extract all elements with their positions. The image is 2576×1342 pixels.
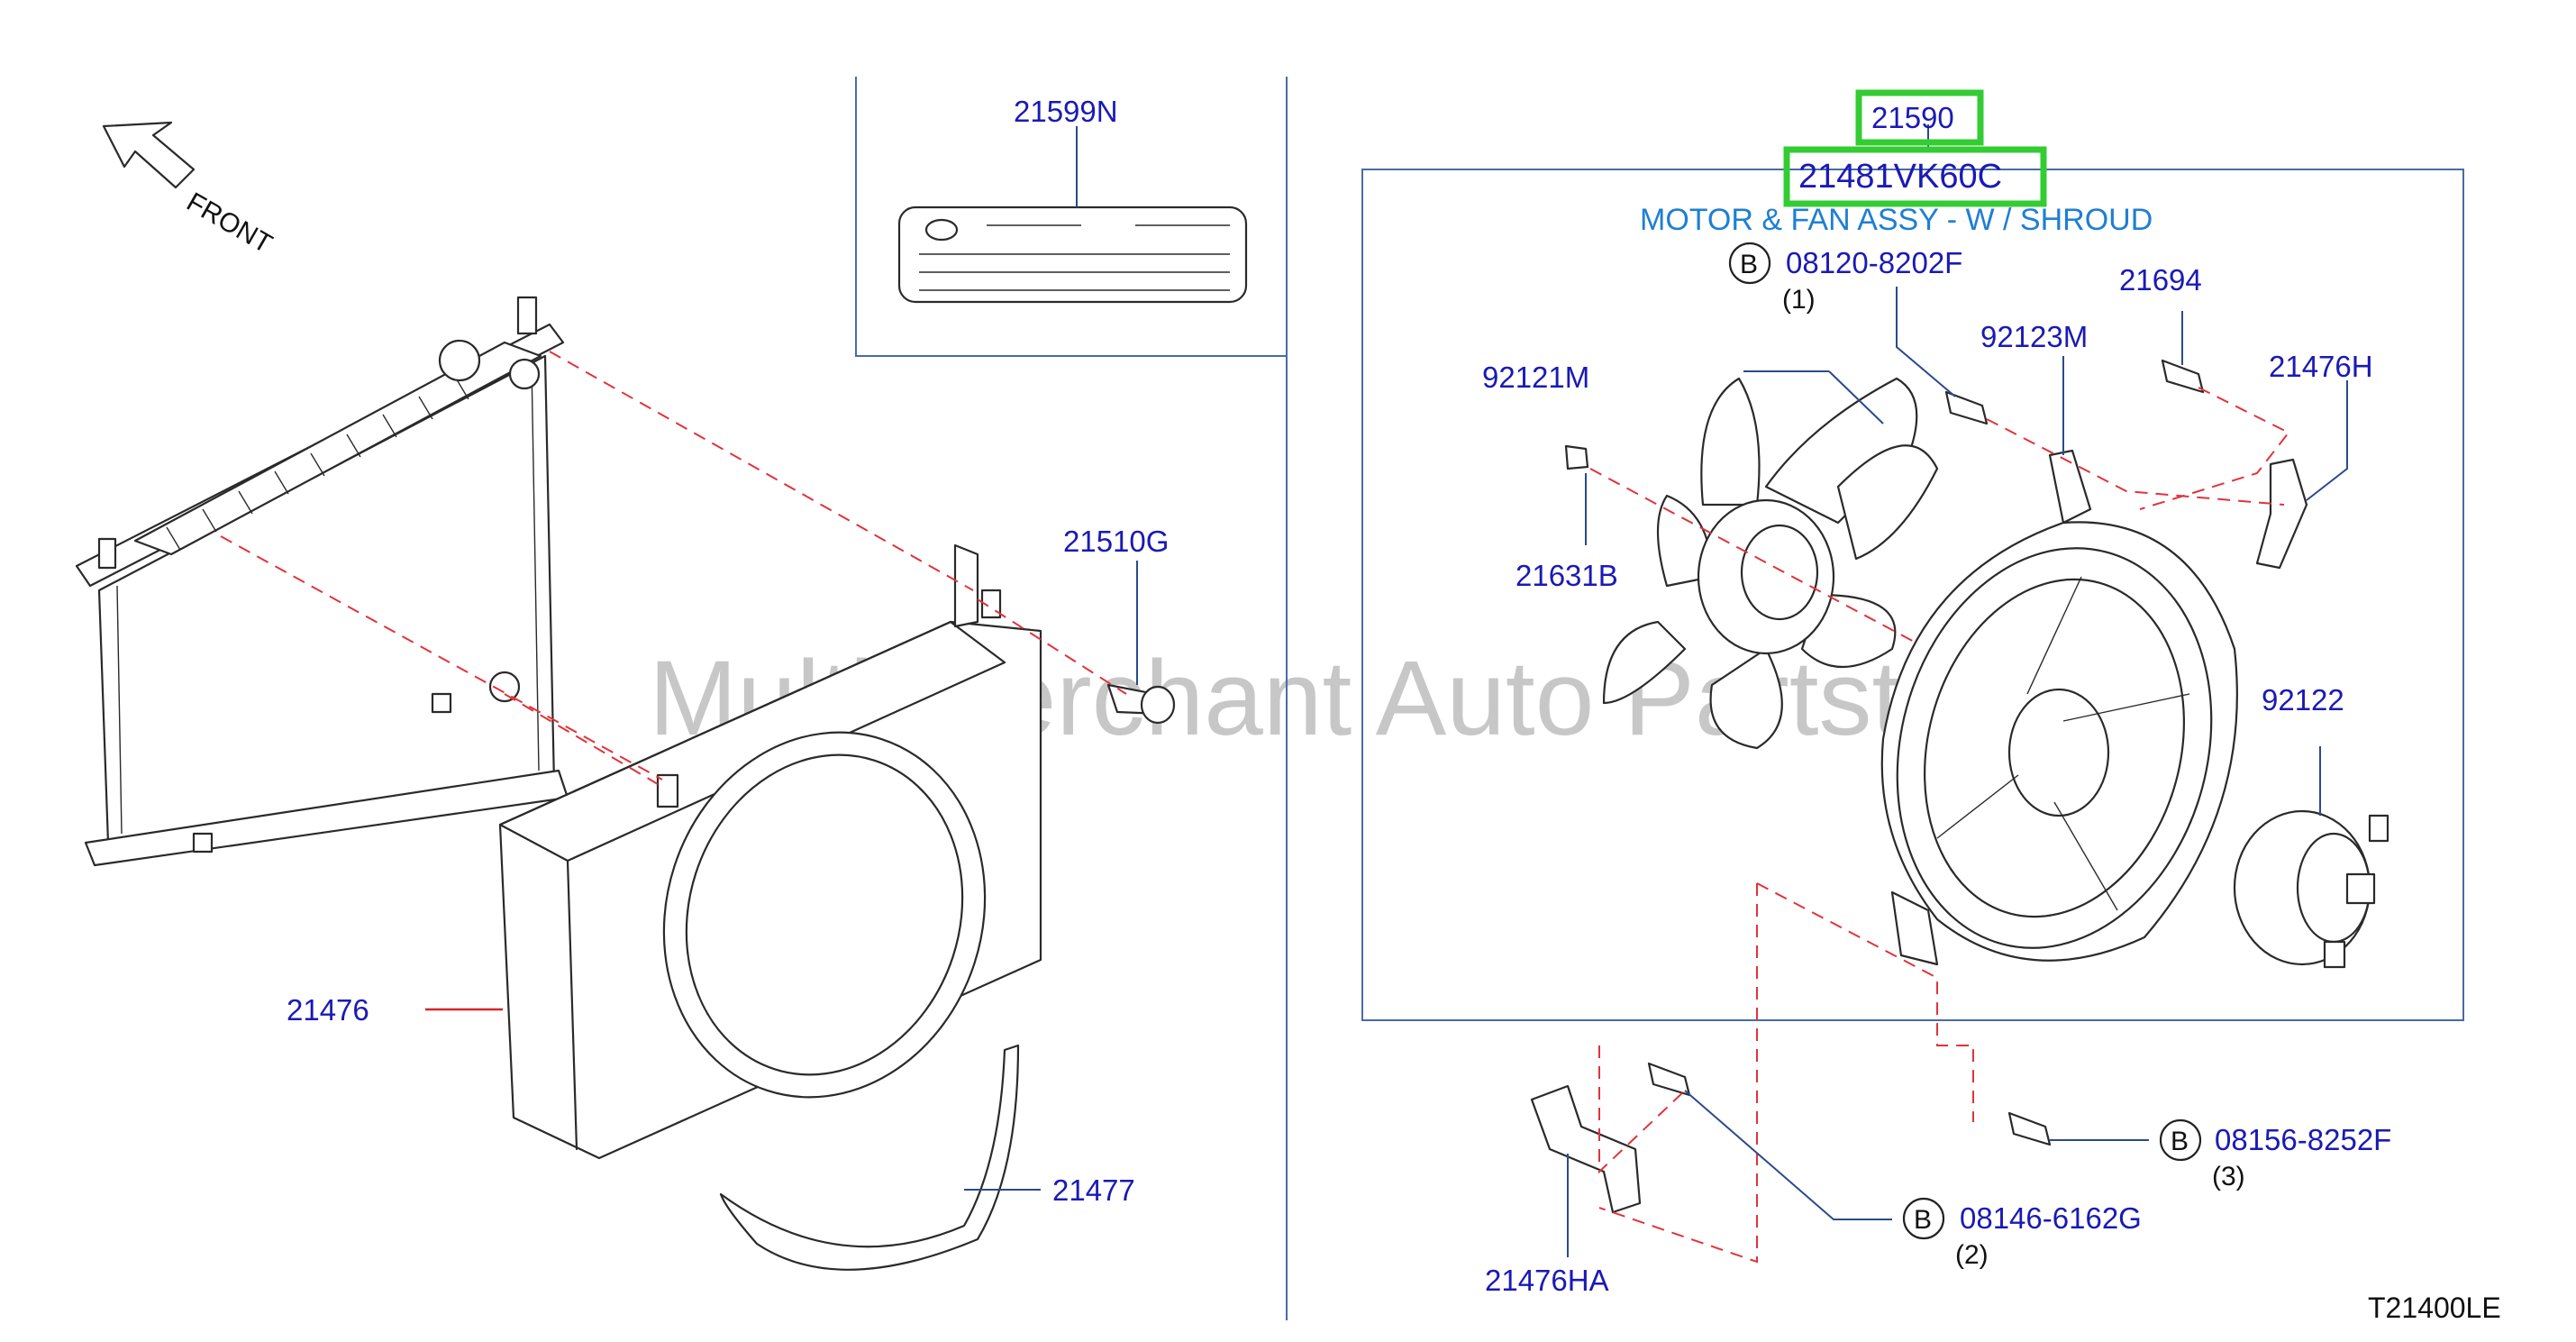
leader-lines [425,124,2348,1257]
bolt-1-icon [1944,390,1989,425]
label-21590[interactable]: 21590 [1871,101,1954,134]
label-21476: 21476 [287,993,369,1027]
bolt-3-qty: (3) [2212,1162,2245,1191]
bracket-21476h-drawing [2255,458,2308,570]
front-label: FRONT [182,187,278,259]
fan-shroud-drawing [1880,449,2238,966]
screw-21510g-drawing [1106,683,1176,725]
assembly-title: MOTOR & FAN ASSY - W / SHROUD [1640,203,2153,237]
label-21476ha: 21476HA [1485,1264,1609,1297]
bolt-1-number: 08120-8202F [1786,246,1962,279]
label-21476h: 21476H [2269,350,2373,383]
bolt-badge-2-text: B [1914,1205,1932,1235]
bolt-2-icon [1647,1062,1691,1097]
front-arrow-icon [102,121,196,189]
inset-frame-label [855,77,1287,357]
label-21477: 21477 [1052,1173,1135,1207]
label-92122: 92122 [2262,683,2344,717]
bolt-21694-icon [2161,359,2205,394]
fan-assembly-frame [1361,169,2464,1021]
fan-blade-drawing [1602,377,1939,750]
bolt-3-icon [2007,1111,2052,1146]
fan-motor-drawing [2233,809,2389,969]
bolt-3-number: 08156-8252F [2215,1123,2391,1156]
bolt-badge-2 [1902,1197,1945,1240]
bolt-callout-3: B 08156-8252F (3) [2159,1118,2391,1191]
label-21599n: 21599N [1014,95,1118,128]
label-92123m: 92123M [1980,320,2088,353]
reference-code: T21400LE [2368,1292,2501,1324]
label-21694: 21694 [2119,263,2202,297]
bolt-badge-3-text: B [2171,1127,2189,1156]
bolt-badge-3 [2159,1118,2202,1162]
label-92121m: 92121M [1482,361,1589,394]
warning-label-drawing [897,205,1248,304]
bolt-callout-1: B 08120-8202F (1) [1728,242,1962,315]
label-21510g: 21510G [1063,525,1169,558]
seal-strip-drawing [719,1044,1020,1271]
bolt-2-number: 08146-6162G [1960,1201,2142,1235]
bracket-21476ha-drawing [1530,1084,1642,1214]
radiator-drawing [75,296,569,867]
bolt-badge-1-text: B [1740,250,1758,279]
bolt-2-qty: (2) [1955,1240,1989,1270]
bolt-badge-1 [1728,242,1771,285]
bolt-callout-2: B 08146-6162G (2) [1902,1197,2142,1270]
label-21631b: 21631B [1516,559,1618,592]
assembly-lines [220,351,2290,1264]
shroud-drawing [498,543,1042,1160]
nut-21631b-icon [1564,444,1589,470]
highlight-21590 [1855,89,1984,146]
label-21481vk60c[interactable]: 21481VK60C [1798,158,2002,196]
highlight-21481vk60c [1783,146,2047,207]
bolt-1-qty: (1) [1782,285,1816,315]
